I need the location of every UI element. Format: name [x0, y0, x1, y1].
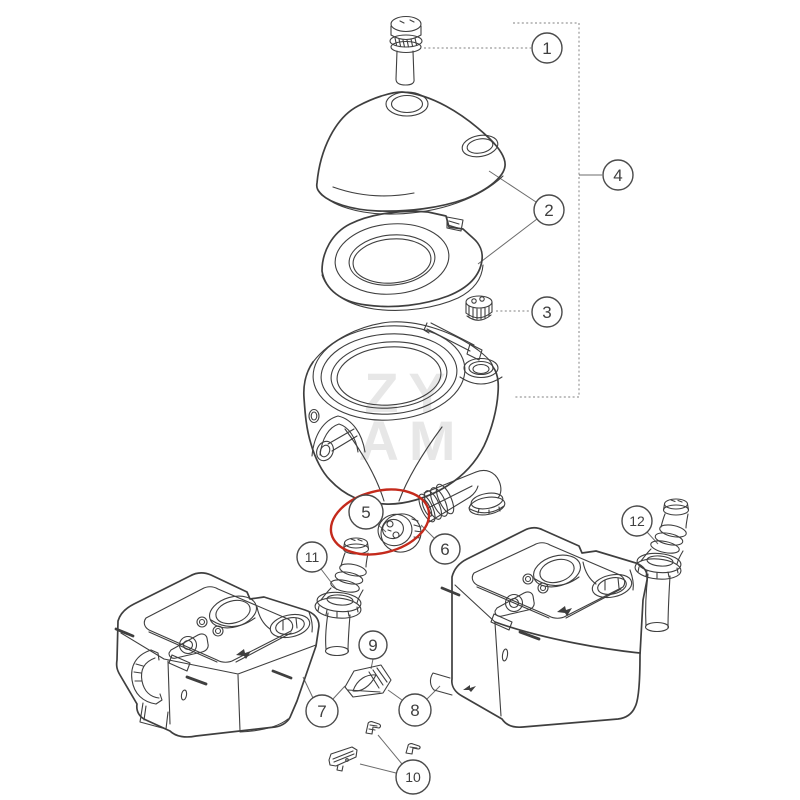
part-seat: [321, 210, 484, 311]
callout-6-label: 6: [440, 540, 449, 559]
leader-lines: [302, 170, 659, 774]
part-wedge: [344, 664, 392, 698]
callout-9: 9: [358, 630, 388, 660]
callout-6-circle: [429, 533, 461, 565]
callout-11-label: 11: [305, 549, 320, 565]
callout-8-label: 8: [410, 701, 419, 720]
callout-7-circle: [305, 694, 339, 728]
callout-1-circle: [531, 32, 563, 64]
part-vent-cap: [389, 15, 423, 86]
watermark-line1: ZY: [364, 361, 456, 424]
callout-11-circle: [296, 541, 328, 573]
callout-11: 11: [296, 541, 328, 573]
callout-2-label: 2: [544, 201, 553, 220]
part-cap-3: [465, 295, 493, 321]
callout-5: 5: [348, 494, 384, 530]
callout-5-circle: [348, 494, 384, 530]
part-elbow-left: [314, 537, 370, 657]
callout-12: 12: [621, 505, 653, 537]
callout-12-circle: [621, 505, 653, 537]
callout-10-circle: [395, 759, 431, 795]
part-clips: [328, 721, 421, 772]
callout-12-label: 12: [629, 513, 645, 529]
callout-6: 6: [429, 533, 461, 565]
tank-right: [429, 527, 648, 729]
bracket-callout-4: [513, 22, 602, 398]
callout-8: 8: [398, 693, 432, 727]
highlight-ellipse: [329, 488, 431, 556]
callout-3-circle: [531, 296, 563, 328]
callout-10: 10: [395, 759, 431, 795]
callout-9-label: 9: [368, 636, 377, 655]
callout-7-label: 7: [317, 702, 326, 721]
callout-3: 3: [531, 296, 563, 328]
watermark-line2: AM: [358, 409, 465, 472]
callout-4: 4: [602, 159, 634, 191]
tank-left: [114, 572, 320, 738]
callout-9-circle: [358, 630, 388, 660]
callout-2: 2: [533, 194, 565, 226]
part-lid: [315, 91, 506, 215]
callout-4-label: 4: [613, 166, 622, 185]
part-valve-cap: [377, 513, 423, 553]
toilet-body: [302, 321, 503, 505]
leader-lines-dotted: [424, 47, 531, 312]
callout-7: 7: [305, 694, 339, 728]
callout-10-label: 10: [405, 769, 421, 785]
callout-1: 1: [531, 32, 563, 64]
callout-4-circle: [602, 159, 634, 191]
callout-2-circle: [533, 194, 565, 226]
callout-3-label: 3: [542, 303, 551, 322]
callout-8-circle: [398, 693, 432, 727]
callout-5-label: 5: [361, 503, 370, 522]
callout-1-label: 1: [542, 39, 551, 58]
